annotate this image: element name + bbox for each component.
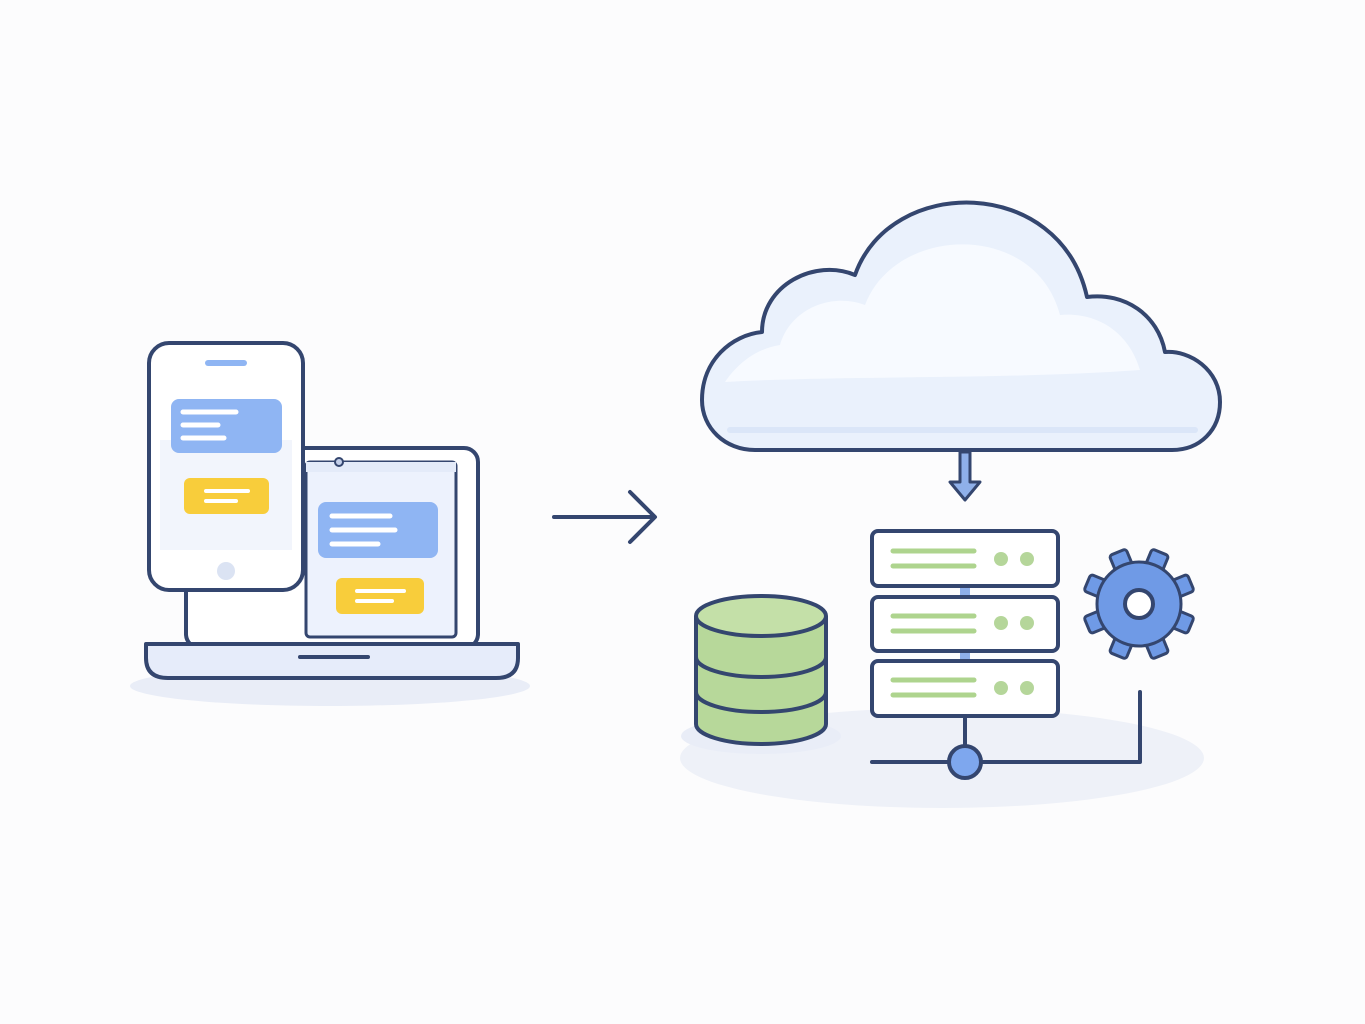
phone-home-button — [217, 562, 235, 580]
server-led — [994, 616, 1008, 630]
server-unit-2 — [870, 595, 1060, 653]
server-led — [1020, 552, 1034, 566]
gear-icon — [1083, 548, 1195, 660]
server-connector-1 — [960, 586, 970, 598]
server-unit-1 — [870, 529, 1060, 588]
cloud-icon — [700, 200, 1222, 452]
arrow-down-icon — [948, 450, 982, 502]
network-node-icon — [947, 744, 983, 780]
server-rack-icon — [870, 529, 1060, 718]
server-led — [1020, 616, 1034, 630]
phone-message-yellow — [184, 478, 269, 514]
server-led — [994, 552, 1008, 566]
gear-hole — [1123, 588, 1155, 620]
server-led — [994, 681, 1008, 695]
arrow-right-icon — [552, 490, 657, 544]
server-unit-3 — [870, 659, 1060, 718]
server-led — [1020, 681, 1034, 695]
laptop-base — [144, 642, 520, 680]
laptop-camera — [334, 457, 344, 467]
smartphone-icon — [147, 341, 305, 592]
server-connector-2 — [960, 650, 970, 662]
database-icon — [681, 594, 841, 754]
laptop-message-yellow — [336, 578, 424, 614]
network-lines — [870, 690, 1142, 764]
